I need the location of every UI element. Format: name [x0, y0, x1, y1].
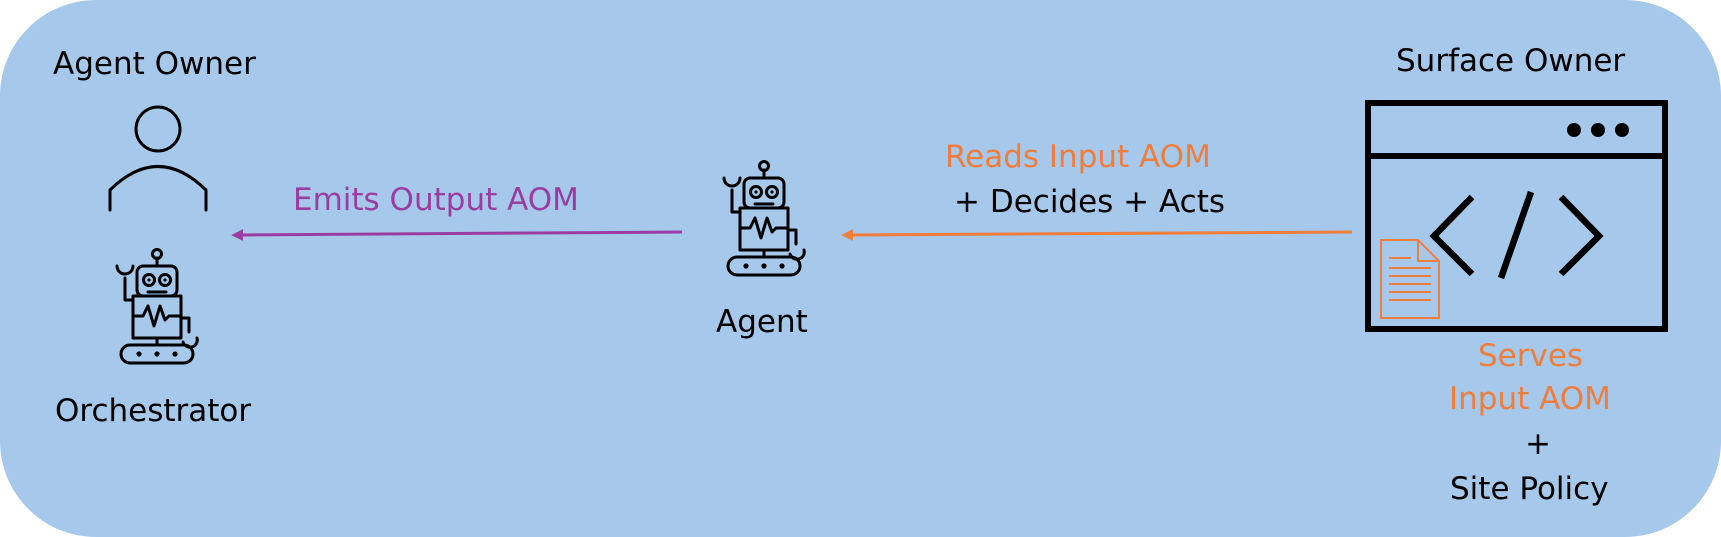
window-dot-icon [1591, 123, 1605, 137]
code-icon [1429, 190, 1604, 280]
output-aom-arrow [231, 228, 683, 241]
document-icon [1380, 239, 1440, 319]
surface-owner-title: Surface Owner [1396, 43, 1626, 79]
window-dot-icon [1615, 123, 1629, 137]
decides-acts-label: + Decides + Acts [954, 184, 1226, 220]
serves-input-aom-label: Input AOM [1449, 381, 1611, 417]
output-aom-label: Emits Output AOM [293, 182, 579, 218]
browser-window-icon [1365, 100, 1668, 332]
input-aom-arrow [841, 228, 1353, 241]
orchestrator-label: Orchestrator [55, 393, 252, 429]
site-policy-label: Site Policy [1450, 471, 1609, 507]
orchestrator-robot-icon [115, 248, 199, 365]
agent-robot-icon [722, 160, 806, 277]
input-aom-label: Reads Input AOM [945, 139, 1211, 175]
window-dot-icon [1567, 123, 1581, 137]
plus-label: + [1525, 426, 1551, 462]
agent-owner-title: Agent Owner [53, 46, 256, 82]
serves-label: Serves [1478, 338, 1584, 374]
agent-label: Agent [716, 304, 808, 340]
person-icon [108, 105, 208, 212]
